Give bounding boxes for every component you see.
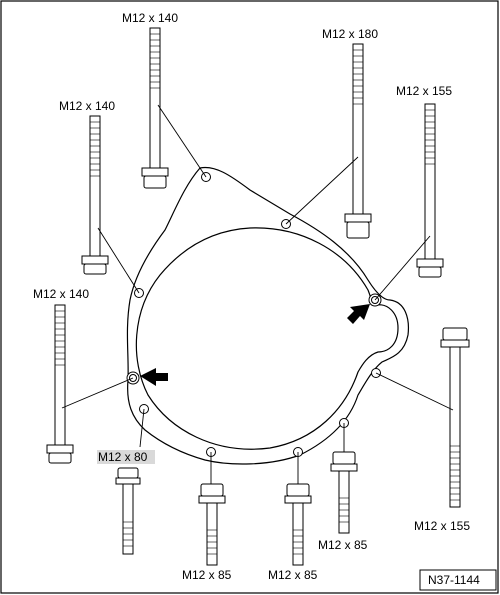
figure-id: N37-1144 [428, 573, 480, 587]
label-top-center: M12 x 180 [322, 27, 378, 41]
highlight-box [97, 450, 155, 464]
bolt-bottom-1 [198, 452, 226, 566]
bolt-left [46, 304, 134, 464]
figure-id-box [419, 569, 497, 591]
bolt-bottom-2 [284, 452, 312, 566]
label-bottom-3: M12 x 85 [318, 538, 368, 552]
label-bottom-right: M12 x 155 [414, 519, 470, 533]
bolt-lower-left-short [115, 408, 145, 555]
bolt-top-right [374, 103, 444, 301]
bolt-upper-left [81, 115, 140, 294]
bolt-holes [126, 172, 382, 457]
bolt-top-left [141, 27, 207, 189]
bolt-top-center [285, 43, 372, 239]
label-lower-left-highlight: M12 x 80 [98, 450, 148, 464]
label-left: M12 x 140 [33, 287, 89, 301]
bolt-bottom-right [375, 327, 470, 508]
label-bottom-2: M12 x 85 [268, 568, 318, 582]
bolt-bottom-3 [330, 423, 358, 534]
label-top-right: M12 x 155 [396, 84, 452, 98]
arrow-icon [347, 304, 370, 324]
label-top-left: M12 x 140 [122, 11, 178, 25]
label-upper-left: M12 x 140 [59, 99, 115, 113]
label-bottom-1: M12 x 85 [182, 568, 232, 582]
arrow-icon [140, 368, 168, 386]
gasket-plate [126, 166, 410, 465]
